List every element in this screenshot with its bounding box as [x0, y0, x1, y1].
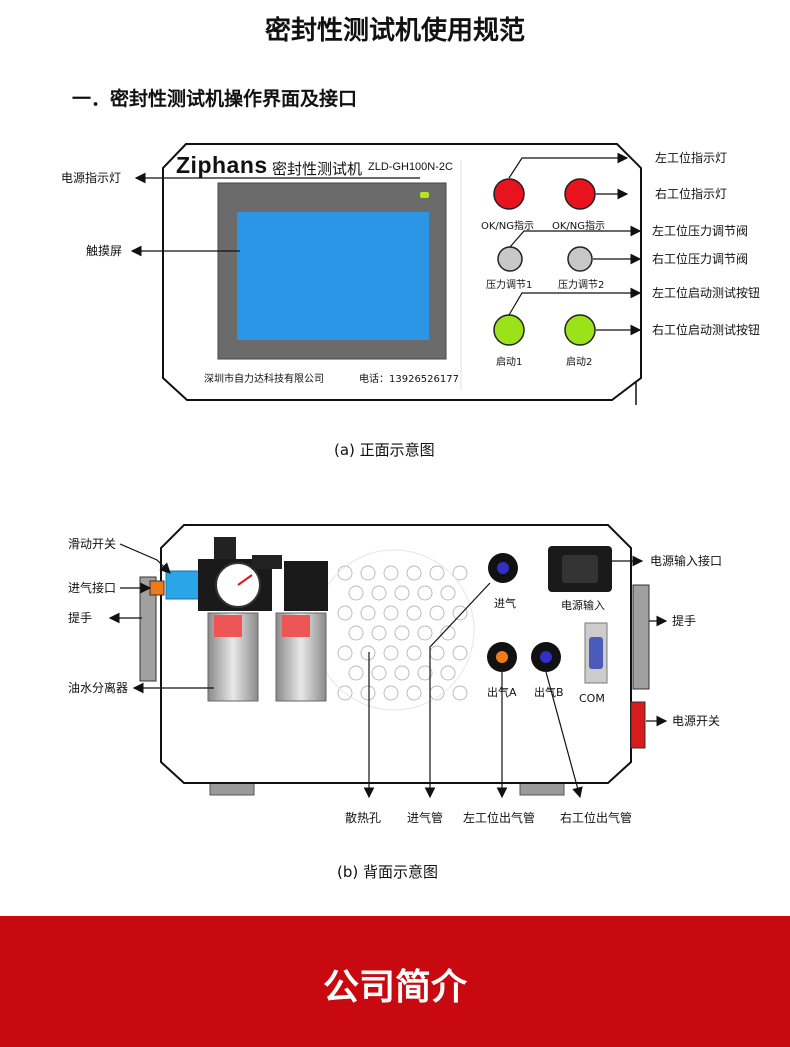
- handle-right: [632, 584, 650, 690]
- left-indicator-light: [493, 178, 525, 210]
- front-panel-diagram: [130, 143, 642, 405]
- com-label: COM: [579, 692, 605, 705]
- vent-hole: [452, 645, 468, 661]
- callout-air-in-pipe: 进气管: [407, 811, 444, 825]
- vent-hole: [337, 565, 353, 581]
- out-b-label: 出气B: [534, 686, 564, 699]
- callout-right-start: 右工位启动测试按钮: [652, 323, 761, 337]
- callout-power-indicator: 电源指示灯: [61, 171, 122, 185]
- vent-hole: [440, 665, 456, 681]
- vent-hole: [429, 605, 445, 621]
- vent-hole: [337, 645, 353, 661]
- out-a-label: 出气A: [487, 686, 517, 699]
- vent-hole: [417, 665, 433, 681]
- vent-hole: [429, 565, 445, 581]
- handle-left: [139, 576, 157, 682]
- vent-hole: [429, 645, 445, 661]
- right-indicator-light: [564, 178, 596, 210]
- callout-power-input-port: 电源输入接口: [650, 554, 723, 568]
- left-start-button: [493, 314, 525, 346]
- vent-hole: [360, 605, 376, 621]
- vent-hole: [417, 625, 433, 641]
- pressure-label-2: 压力调节2: [558, 280, 605, 291]
- brand-logo: Ziphans: [176, 152, 268, 178]
- callout-vent-holes: 散热孔: [345, 811, 382, 825]
- footer-title[interactable]: 公司简介: [322, 967, 467, 1008]
- vent-hole: [394, 625, 410, 641]
- vent-hole: [452, 565, 468, 581]
- callout-oil-water-separator: 油水分离器: [68, 681, 129, 695]
- right-pressure-knob: [567, 246, 593, 272]
- vent-hole: [406, 605, 422, 621]
- vent-hole: [371, 665, 387, 681]
- vent-hole: [394, 665, 410, 681]
- vent-hole: [406, 645, 422, 661]
- callout-left-start: 左工位启动测试按钮: [652, 286, 761, 300]
- vent-hole: [371, 585, 387, 601]
- callout-right-indicator: 右工位指示灯: [655, 187, 728, 201]
- vent-hole: [371, 625, 387, 641]
- callout-left-indicator: 左工位指示灯: [655, 151, 728, 165]
- touch-screen: [237, 212, 429, 340]
- vent-hole: [452, 685, 468, 701]
- vent-holes: [337, 565, 468, 701]
- vent-hole: [406, 685, 422, 701]
- power-in-label: 电源输入: [561, 599, 605, 612]
- callout-right-out-pipe: 右工位出气管: [560, 811, 633, 825]
- right-start-button: [564, 314, 596, 346]
- callout-handle-right: 提手: [672, 614, 697, 628]
- vent-hole: [348, 585, 364, 601]
- vent-hole: [337, 605, 353, 621]
- callout-left-out-pipe: 左工位出气管: [463, 811, 536, 825]
- slide-switch: [165, 570, 201, 600]
- vent-hole: [417, 585, 433, 601]
- ok-ng-label-right: OK/NG指示: [552, 221, 606, 232]
- callout-right-pressure: 右工位压力调节阀: [652, 252, 749, 266]
- callout-left-pressure: 左工位压力调节阀: [652, 224, 749, 238]
- power-indicator-led: [420, 192, 429, 198]
- footer-banner: [0, 916, 790, 1047]
- callout-power-switch: 电源开关: [672, 714, 721, 728]
- product-name: 密封性测试机: [272, 160, 363, 178]
- foot-right: [519, 782, 565, 796]
- start-label-1: 启动1: [496, 357, 523, 368]
- company-name: 深圳市自力达科技有限公司: [204, 374, 324, 385]
- page-title: 密封性测试机使用规范: [264, 16, 525, 46]
- callout-touch-screen: 触摸屏: [86, 244, 123, 258]
- start-label-2: 启动2: [566, 357, 593, 368]
- vent-hole: [348, 625, 364, 641]
- callout-handle-left: 提手: [68, 611, 93, 625]
- pressure-label-1: 压力调节1: [486, 280, 533, 291]
- model-number: ZLD-GH100N-2C: [368, 161, 453, 173]
- vent-hole: [406, 565, 422, 581]
- left-pressure-knob: [497, 246, 523, 272]
- air-in-label: 进气: [494, 597, 516, 610]
- phone-number: 电话：13926526177: [359, 374, 459, 385]
- power-switch: [630, 701, 646, 749]
- foot-left: [209, 782, 255, 796]
- vent-hole: [440, 625, 456, 641]
- vent-hole: [360, 565, 376, 581]
- back-panel-diagram: [108, 524, 668, 799]
- back-caption: (b) 背面示意图: [337, 863, 438, 881]
- ok-ng-label-left: OK/NG指示: [481, 221, 535, 232]
- vent-hole: [383, 565, 399, 581]
- vent-hole: [383, 645, 399, 661]
- callout-slide-switch: 滑动开关: [68, 537, 117, 551]
- vent-hole: [360, 645, 376, 661]
- vent-hole: [394, 585, 410, 601]
- section-heading: 一．密封性测试机操作界面及接口: [72, 88, 358, 110]
- vent-hole: [440, 585, 456, 601]
- vent-hole: [452, 605, 468, 621]
- air-inlet-fitting: [149, 580, 165, 596]
- vent-hole: [348, 665, 364, 681]
- vent-hole: [383, 685, 399, 701]
- vent-hole: [360, 685, 376, 701]
- vent-hole: [383, 605, 399, 621]
- callout-air-inlet: 进气接口: [68, 581, 117, 595]
- front-caption: (a) 正面示意图: [334, 441, 435, 459]
